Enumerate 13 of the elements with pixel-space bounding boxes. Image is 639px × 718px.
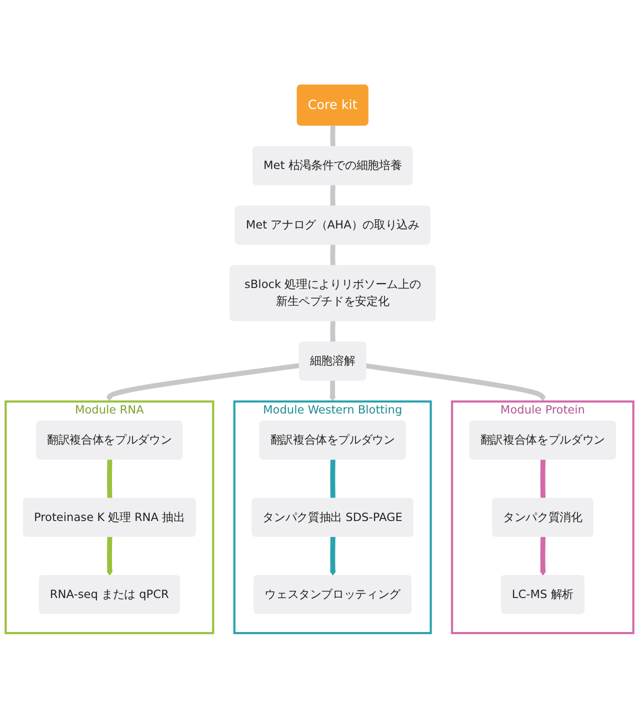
connector	[330, 124, 336, 148]
arrow	[106, 363, 300, 402]
connector	[330, 244, 336, 267]
arrow	[106, 536, 113, 576]
connector	[107, 460, 112, 499]
arrow	[330, 536, 336, 576]
arrow	[329, 380, 336, 402]
arrow	[540, 536, 546, 576]
connector	[330, 184, 336, 208]
connector	[330, 320, 336, 343]
connector	[330, 460, 336, 499]
arrow	[366, 363, 546, 402]
connector	[540, 460, 546, 499]
